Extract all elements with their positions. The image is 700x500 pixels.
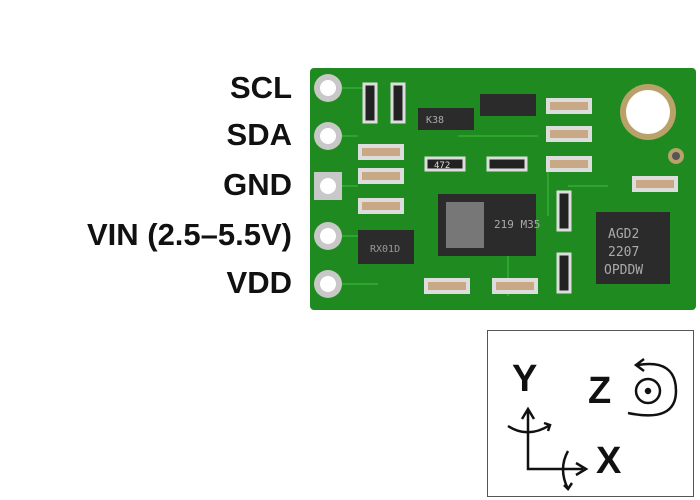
gyro-marking-1: AGD2: [608, 227, 639, 242]
pin-label-scl: SCL: [230, 70, 292, 105]
regulator-marking: RX01D: [370, 244, 400, 255]
axis-label-x: X: [596, 440, 622, 482]
header-pins: [314, 74, 342, 298]
gyro-marking-3: OPDDW: [604, 263, 643, 278]
pcb-board: 472 K38 RX01D 219 M35 AGD2 2207 OPDDW: [310, 68, 696, 310]
axis-label-y: Y: [512, 358, 538, 400]
axes-legend: Y Z X: [487, 330, 694, 497]
axis-label-z: Z: [588, 370, 612, 412]
pin-label-vin: VIN (2.5–5.5V): [86, 217, 292, 252]
gyro-marking-2: 2207: [608, 245, 639, 260]
pin-label-gnd: GND: [223, 167, 292, 202]
resistor-marking: 472: [434, 161, 450, 171]
rotation-arrows-icon: [507, 358, 678, 491]
accelerometer-marking: 219 M35: [494, 218, 540, 231]
transistor-marking: K38: [426, 115, 444, 126]
pin-label-vdd: VDD: [226, 265, 292, 300]
pin-label-sda: SDA: [226, 117, 292, 152]
